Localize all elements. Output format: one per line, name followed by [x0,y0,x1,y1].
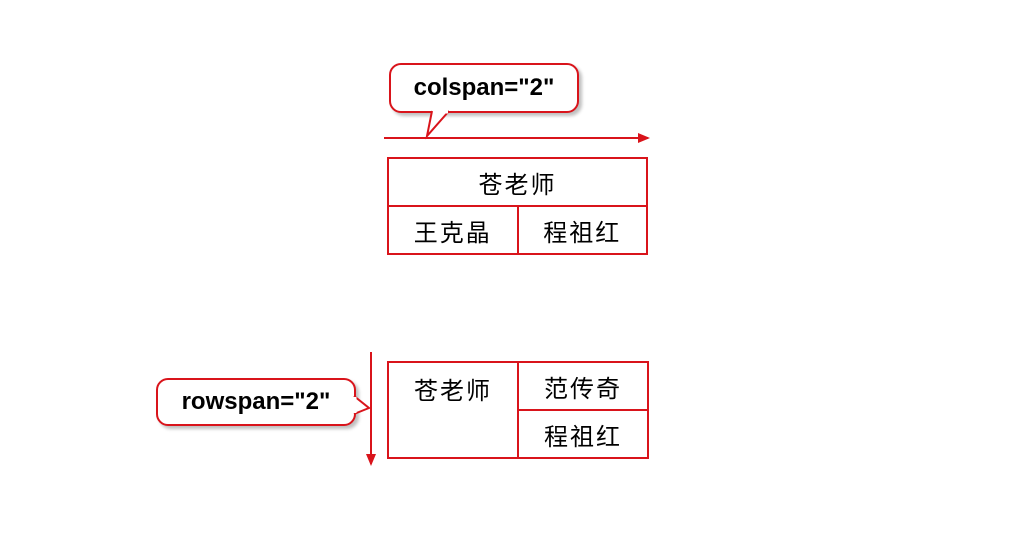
table-row: 王克晶 程祖红 [387,205,648,255]
rowspan-callout-label: rowspan="2" [181,388,331,415]
table-cell: 王克晶 [387,205,519,255]
rowspan-table: 苍老师 范传奇 程祖红 [387,361,649,459]
rowspan-merged-cell: 苍老师 [387,361,519,459]
table-row: 苍老师 [387,157,648,207]
table-cell: 程祖红 [517,409,649,459]
colspan-table: 苍老师 王克晶 程祖红 [387,157,648,255]
colspan-callout-label: colspan="2" [413,74,555,101]
colspan-callout: colspan="2" [389,63,579,113]
table-cell: 程祖红 [516,205,648,255]
table-cell: 范传奇 [517,361,649,411]
rowspan-callout: rowspan="2" [156,378,356,426]
table-row: 苍老师 范传奇 [387,361,649,459]
table-row: 程祖红 [388,409,649,459]
colspan-merged-cell: 苍老师 [387,157,648,207]
